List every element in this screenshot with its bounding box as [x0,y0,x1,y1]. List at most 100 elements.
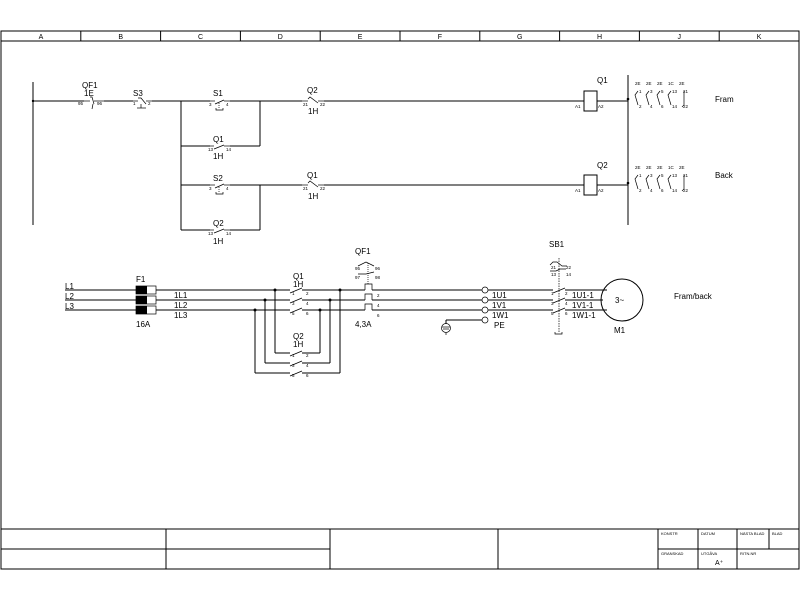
svg-text:14: 14 [226,147,232,152]
svg-text:4: 4 [306,301,309,306]
svg-text:1U1-1: 1U1-1 [572,291,594,300]
svg-text:2: 2 [377,293,380,298]
svg-text:Q1: Q1 [213,135,224,144]
qf1-ref: 1E [84,89,94,98]
svg-text:22: 22 [320,102,326,107]
q2-interlock-contact: Q2 21 22 1H [302,86,326,116]
svg-text:4: 4 [226,186,229,191]
svg-text:QF1: QF1 [355,247,371,256]
ground-icon [441,323,451,335]
q1-coil: Q1 A1 A2 [575,76,608,112]
svg-text:Q1: Q1 [293,272,304,281]
ritnr-label: RITN.NR [740,551,756,556]
svg-text:Q2: Q2 [213,219,224,228]
svg-text:13: 13 [208,147,214,152]
contact-ref: 2E [635,165,641,170]
svg-text:3: 3 [209,102,212,107]
q1-main-contacts: Q1 1H 1 2 3 4 5 6 [289,272,309,316]
svg-text:14: 14 [566,272,572,277]
f1-fuse: F1 16A [135,275,157,329]
svg-text:3~: 3~ [615,296,624,305]
svg-text:A2: A2 [598,104,604,109]
svg-text:M1: M1 [614,326,626,335]
svg-text:1W1-1: 1W1-1 [572,311,596,320]
svg-text:22: 22 [320,186,326,191]
svg-text:1: 1 [292,353,295,358]
column-header-b: B [118,34,123,41]
svg-text:1: 1 [551,291,554,296]
svg-text:4: 4 [377,303,380,308]
svg-text:2: 2 [148,101,151,106]
svg-text:95: 95 [78,101,84,106]
sb1-safety-switch: SB1 21 22 13 14 1 2 3 4 5 6 [549,240,572,335]
reversing-wiring [253,288,342,374]
svg-text:3: 3 [292,363,295,368]
s3-label: S3 [133,89,143,98]
svg-text:14: 14 [226,231,232,236]
svg-text:98: 98 [375,275,381,280]
svg-text:Q2: Q2 [293,332,304,341]
contact-pin: 5 [661,89,664,94]
q2-coil: Q2 A1 A2 [575,161,608,196]
svg-text:2: 2 [306,353,309,358]
svg-text:4: 4 [565,301,568,306]
contact-pin: 6 [661,104,664,109]
svg-text:2: 2 [565,291,568,296]
column-header-c: C [198,34,203,41]
svg-text:1L2: 1L2 [174,301,188,310]
svg-text:Q1: Q1 [307,171,318,180]
contact-symbol [667,174,672,190]
svg-text:A2: A2 [598,188,604,193]
konstr-label: KONSTR [661,531,678,536]
svg-text:96: 96 [375,266,381,271]
contact-pin: 14 [672,188,678,193]
contact-pin: 6 [661,188,664,193]
contact-pin: 2 [639,188,642,193]
qf1-aux-contact: QF1 1E 95 96 [78,81,104,110]
contact-ref: 2E [657,165,663,170]
svg-text:1L1: 1L1 [174,291,188,300]
contact-pin: 22 [683,104,689,109]
contact-ref: 2E [679,165,685,170]
q2-main-contacts: Q2 1H 1 2 3 4 5 6 [289,332,309,378]
svg-text:5: 5 [292,311,295,316]
contact-pin: 1 [639,173,642,178]
column-header-g: G [517,34,522,41]
phase-l1-label: L1 [65,282,74,291]
qf1-overload-relay: QF1 95 96 97 98 2 4 6 4,3A [355,247,381,329]
svg-text:22: 22 [566,265,572,270]
q1-interlock-contact: Q1 21 22 1H [302,171,326,201]
contact-symbol [656,90,661,106]
control-circuit: QF1 1E 95 96 S3 1 2 S1 3 [31,75,734,246]
contact-symbol [656,174,661,190]
svg-text:3: 3 [209,186,212,191]
s2-start-button: S2 3 4 [209,174,230,195]
contact-ref: 2E [679,81,685,86]
title-block: KONSTR DATUM NÄSTA BLAD BLAD GRANSKAD UT… [1,528,799,569]
phase-l2-label: L2 [65,292,74,301]
contact-ref: 2E [646,81,652,86]
contact-symbol [634,174,639,190]
terminal-strip: 1U1 1V1 1W1 PE [481,286,509,330]
svg-text:1L3: 1L3 [174,311,188,320]
contact-ref: 2E [646,165,652,170]
svg-text:6: 6 [377,313,380,318]
svg-text:1H: 1H [213,152,223,161]
contact-symbol [681,175,685,192]
s1-start-button: S1 3 4 [209,89,230,111]
contact-pin: 3 [650,173,653,178]
svg-text:6: 6 [306,311,309,316]
contact-symbol [681,91,685,108]
contact-pin: 14 [672,104,678,109]
contact-ref: 1C [668,165,675,170]
contact-pin: 13 [672,173,678,178]
contact-symbol [645,90,650,106]
svg-text:1H: 1H [213,237,223,246]
power-circuit: L1 L2 L3 F1 16A 1L1 1L2 1L3 Q1 1H 1 2 3 … [65,240,713,378]
svg-text:1H: 1H [293,280,303,289]
svg-text:SB1: SB1 [549,240,565,249]
